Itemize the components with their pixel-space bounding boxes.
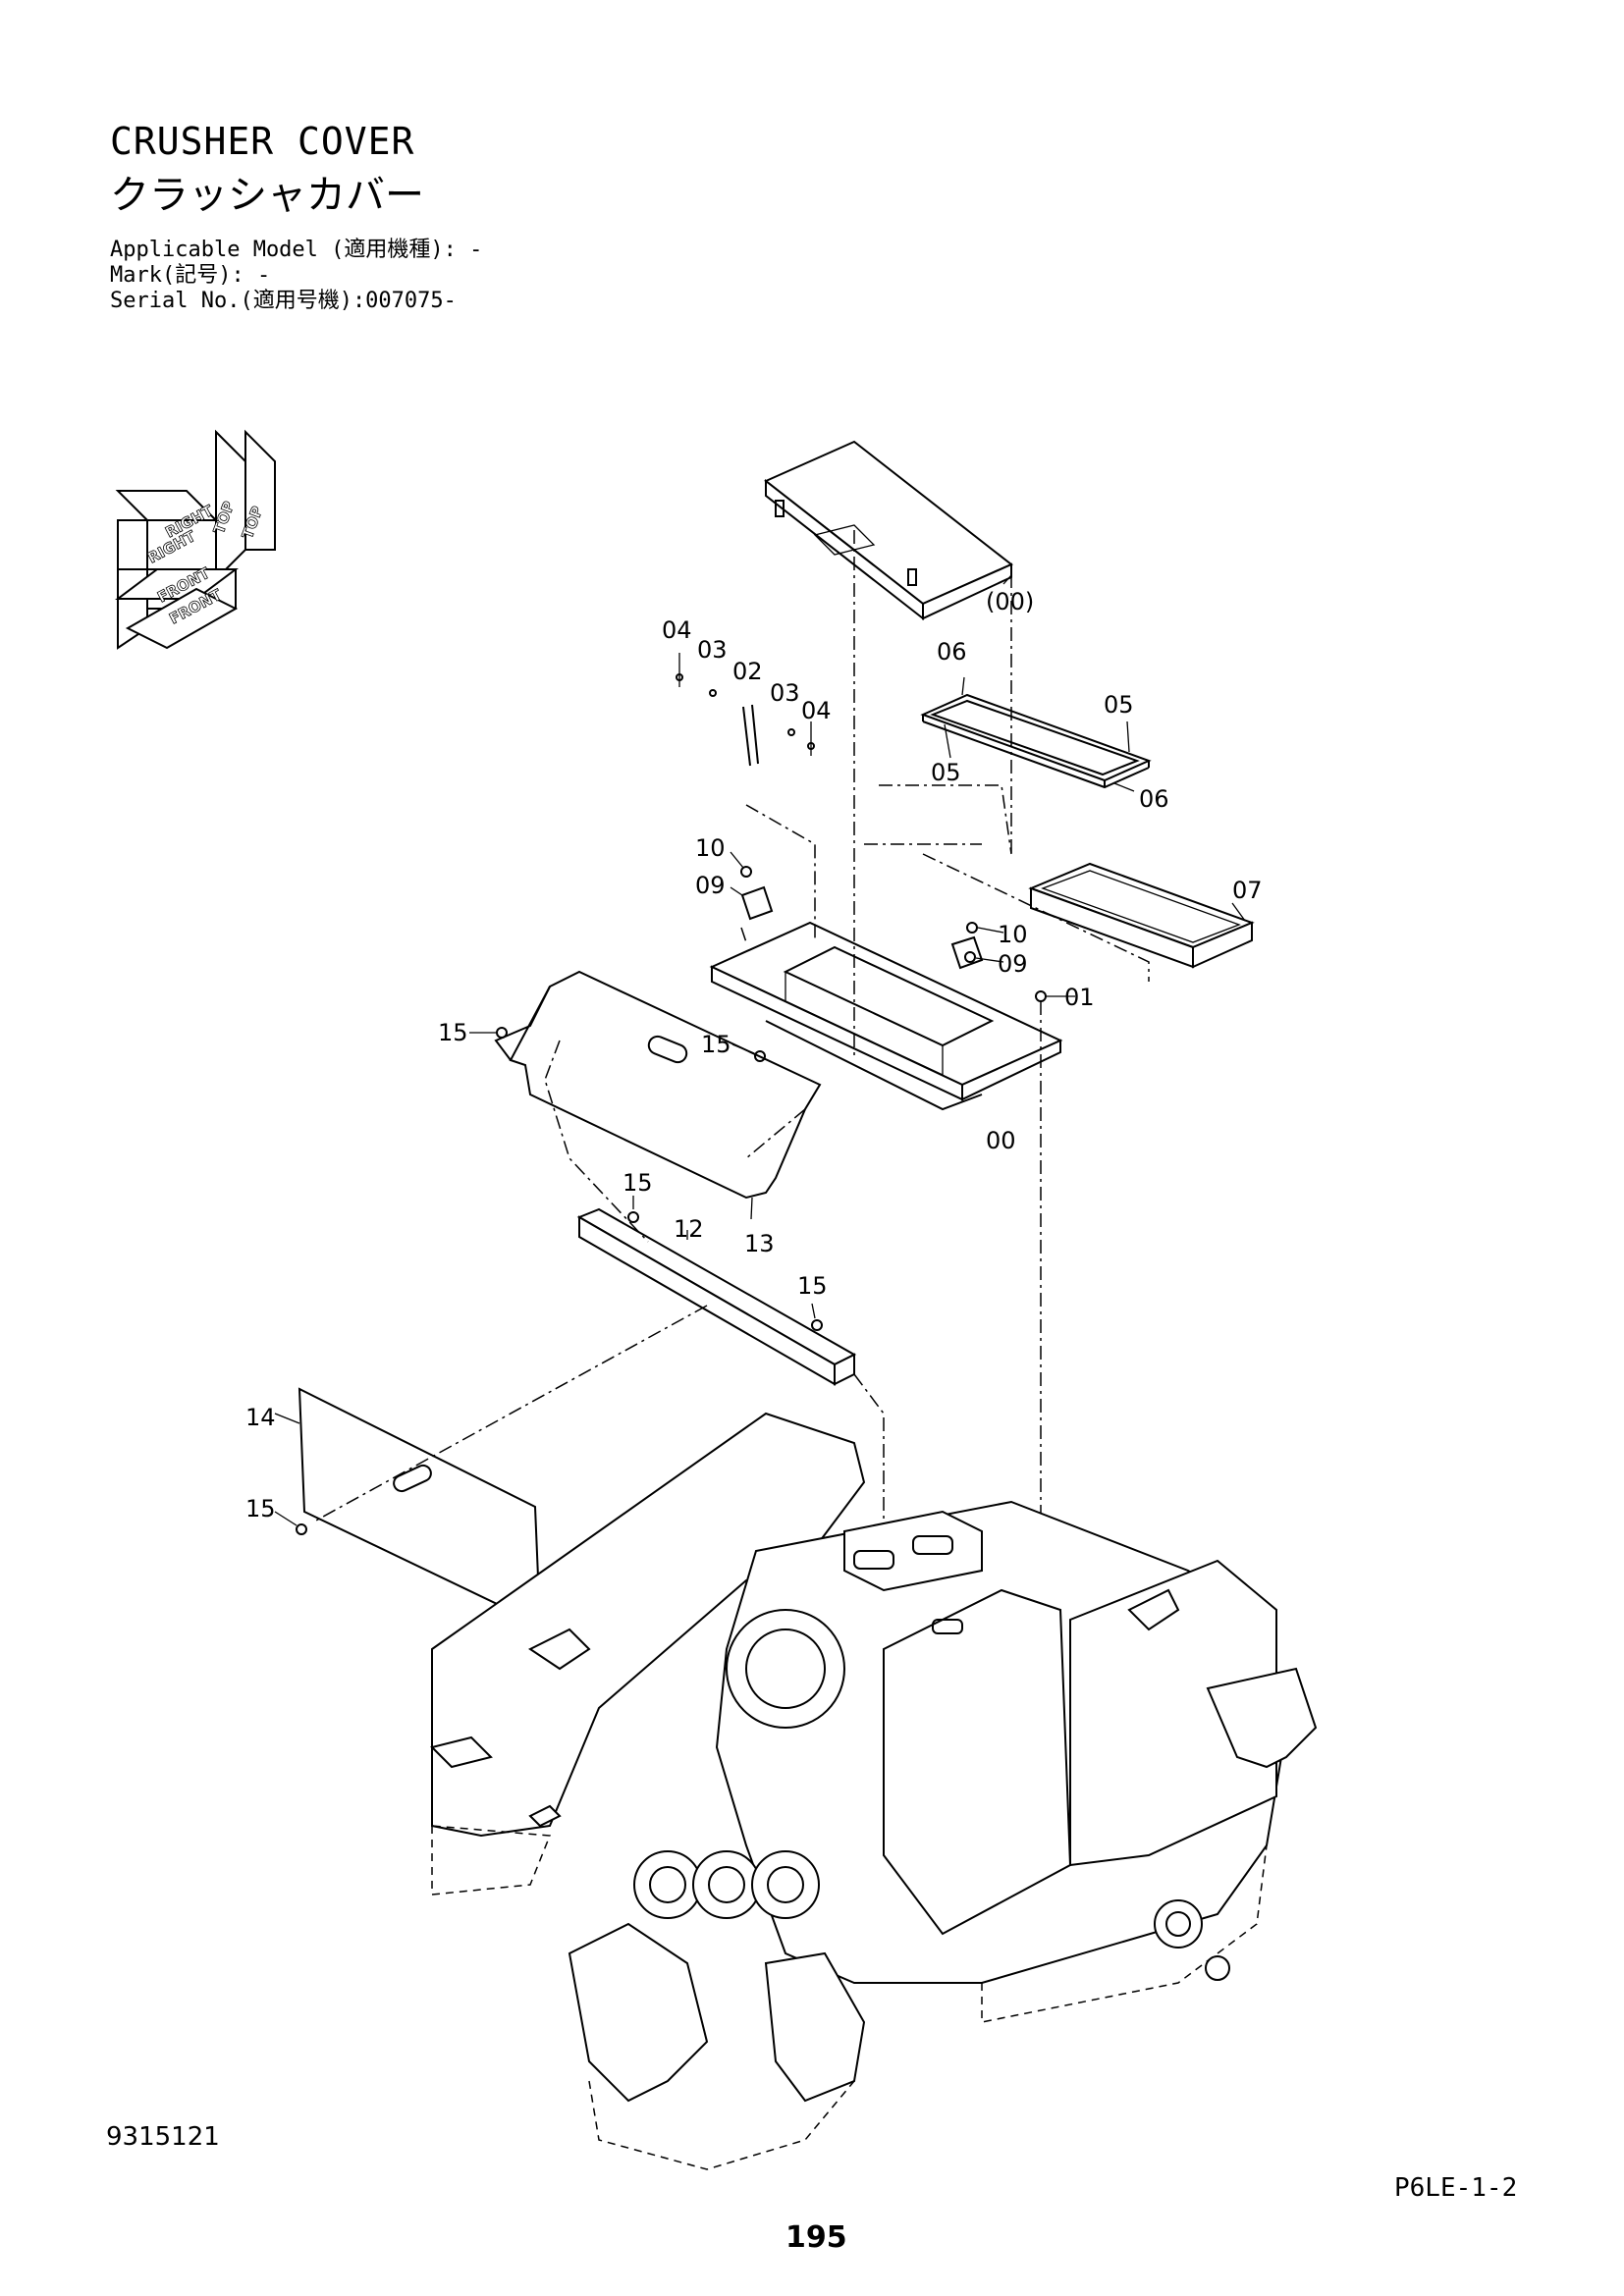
callout-02: 02 <box>732 658 763 685</box>
part-gasket-frame <box>920 693 1152 789</box>
part-pin-hardware <box>676 653 815 767</box>
serial-number: Serial No.(適用号機):007075- <box>110 289 457 313</box>
callout-03-a: 03 <box>697 636 728 664</box>
callout-leaders <box>274 574 1246 1526</box>
part-side-panel-14 <box>298 1387 542 1627</box>
part-top-lid <box>764 440 1013 621</box>
callout-05-a: 05 <box>1104 691 1134 719</box>
callout-04-a: 04 <box>662 616 692 644</box>
callout-04-b: 04 <box>801 697 832 724</box>
callout-14: 14 <box>245 1404 276 1431</box>
callout-00: 00 <box>986 1127 1016 1154</box>
callout-12: 12 <box>674 1215 704 1243</box>
document-number: 9315121 <box>106 2122 220 2152</box>
callout-10-b: 10 <box>998 921 1028 948</box>
callout-10-a: 10 <box>695 834 726 862</box>
part-beam-12 <box>576 1207 857 1386</box>
part-bolts-15 <box>296 1027 823 1535</box>
callout-09-a: 09 <box>695 872 726 899</box>
callout-15-c: 15 <box>623 1169 653 1197</box>
part-tray <box>1028 862 1255 969</box>
applicable-model: Applicable Model (適用機種): - <box>110 238 483 262</box>
callout-00-ref: (00) <box>986 588 1034 615</box>
page-title: CRUSHER COVER <box>110 120 415 163</box>
callout-05-b: 05 <box>931 759 961 786</box>
callout-01: 01 <box>1064 984 1095 1011</box>
page-code: P6LE-1-2 <box>1394 2173 1518 2203</box>
mark: Mark(記号): - <box>110 263 271 288</box>
callout-15-e: 15 <box>245 1495 276 1522</box>
page-number: 195 <box>785 2220 847 2255</box>
callout-15-b: 15 <box>701 1031 731 1058</box>
callout-13: 13 <box>744 1230 775 1257</box>
callout-labels: (00) 04 03 02 03 04 06 05 05 06 07 10 09… <box>245 588 1263 1522</box>
callout-15-a: 15 <box>438 1019 468 1046</box>
callout-09-b: 09 <box>998 950 1028 978</box>
callout-03-b: 03 <box>770 679 800 707</box>
orientation-icon: TOP TOP RIGHT RIGHT FRONT FRONT <box>115 429 276 650</box>
callout-07: 07 <box>1232 877 1263 904</box>
crusher-body <box>430 1412 1318 2170</box>
callout-06-b: 06 <box>1139 785 1169 813</box>
callout-15-d: 15 <box>797 1272 828 1300</box>
part-base-frame <box>709 921 1063 1111</box>
page-title-japanese: クラッシャカバー <box>110 173 424 218</box>
part-brackets <box>740 866 1047 1002</box>
callout-06-a: 06 <box>937 638 967 666</box>
